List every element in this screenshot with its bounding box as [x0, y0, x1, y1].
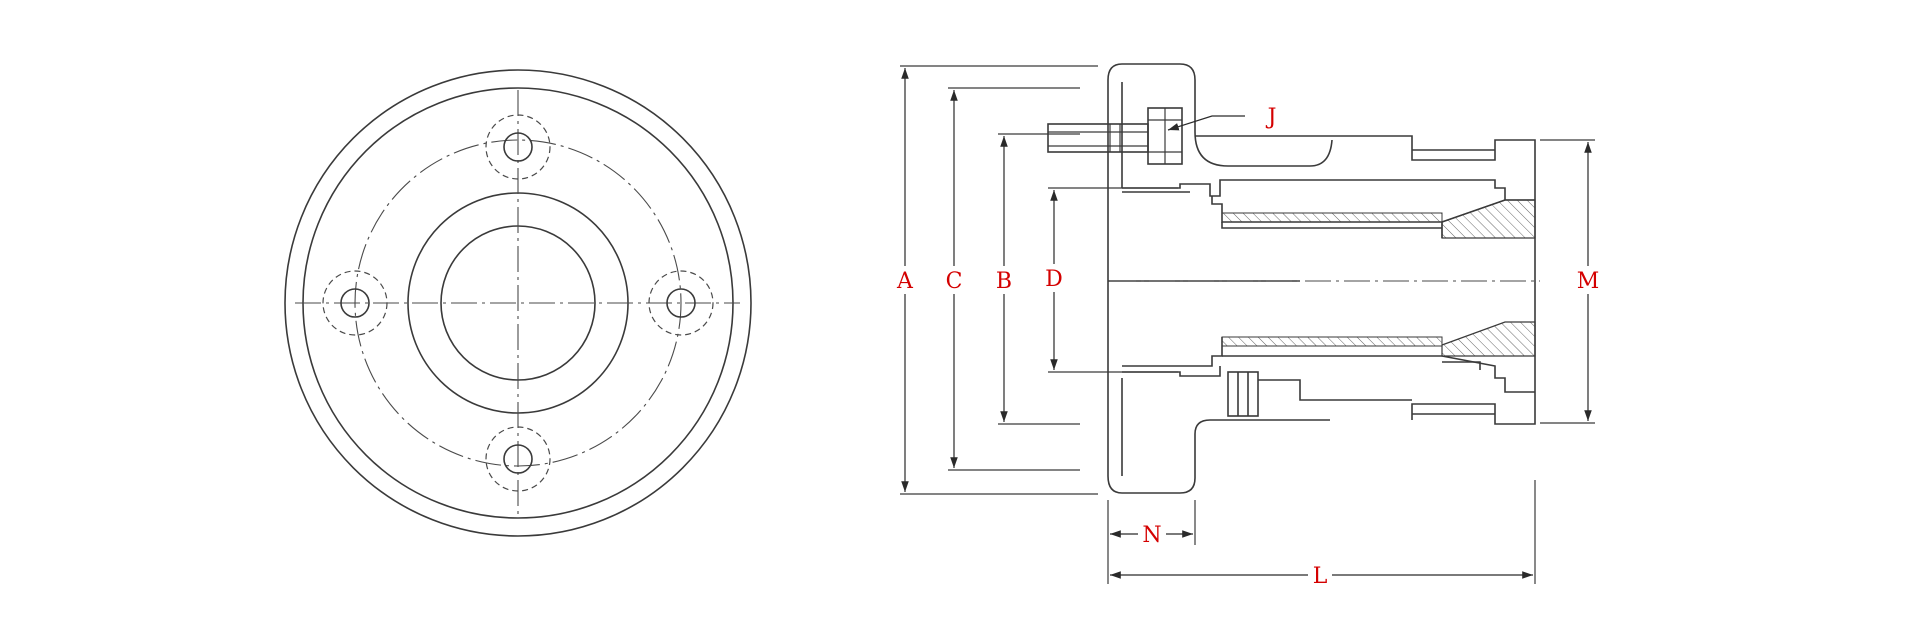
bolt-hole-bottom — [485, 426, 551, 492]
dimensions: A C B D J M N L — [893, 68, 1600, 589]
collet-lower-nose-hatch — [1441, 321, 1536, 357]
bolt-hole-left — [322, 270, 388, 336]
label-l: L — [1313, 564, 1328, 589]
bolt-j — [1047, 107, 1183, 165]
set-screw-lower — [1227, 371, 1412, 417]
label-a: A — [896, 269, 914, 294]
bolt-hole-top — [485, 114, 551, 180]
label-b: B — [996, 269, 1012, 294]
collet-upper-nose-hatch — [1441, 199, 1536, 239]
bolt-hole-right — [648, 270, 714, 336]
outer-flange-circle — [284, 69, 752, 537]
label-m: M — [1577, 269, 1600, 294]
label-d: D — [1045, 267, 1063, 292]
side-view — [900, 63, 1595, 584]
front-view — [284, 69, 752, 537]
label-j: J — [1266, 105, 1277, 130]
collet-lower-hatch — [1221, 336, 1443, 347]
j-leader — [1167, 115, 1245, 131]
label-c: C — [946, 269, 963, 294]
collet-upper-hatch — [1221, 212, 1443, 223]
body-upper — [1195, 135, 1536, 425]
label-n: N — [1142, 523, 1161, 548]
flange-body — [1107, 63, 1196, 494]
